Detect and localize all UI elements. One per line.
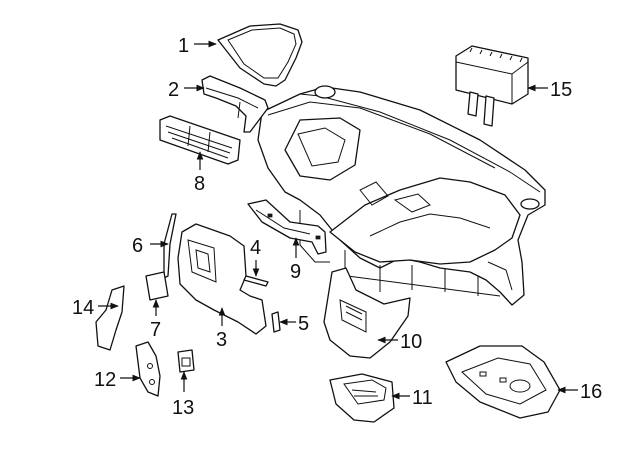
callout-4-label: 4 [250, 237, 261, 259]
part-12-mount-bracket [135, 341, 161, 397]
callout-8-label: 8 [194, 173, 205, 195]
callout-10: 10 [377, 331, 422, 353]
part-1-cluster-hood [217, 23, 303, 87]
part-14-side-trim [95, 285, 125, 351]
callout-3-label: 3 [216, 329, 227, 351]
part-15-control-module [455, 45, 529, 127]
instrument-panel-assembly [257, 85, 546, 306]
callout-9-label: 9 [290, 261, 301, 283]
part-10-center-bezel [323, 267, 411, 359]
callout-11-label: 11 [412, 387, 433, 409]
part-7-cover-plate [145, 271, 169, 301]
part-8-air-vent [159, 115, 241, 165]
callout-4: 4 [250, 237, 261, 277]
callout-5: 5 [279, 313, 309, 335]
callout-2-label: 2 [168, 79, 179, 101]
callout-5-label: 5 [298, 313, 309, 335]
callout-13: 13 [172, 371, 194, 419]
callout-7: 7 [150, 299, 161, 341]
callout-16-label: 16 [580, 381, 602, 403]
callout-14-label: 14 [72, 297, 94, 319]
callout-7-label: 7 [150, 319, 161, 341]
part-4-clip [243, 275, 269, 287]
callout-15: 15 [527, 79, 572, 101]
callout-8: 8 [194, 151, 205, 195]
callout-14: 14 [72, 297, 119, 319]
callout-1: 1 [178, 35, 217, 57]
callout-1-label: 1 [178, 35, 189, 57]
callout-12: 12 [94, 369, 141, 391]
part-9-support-bracket [247, 199, 327, 255]
callout-15-label: 15 [550, 79, 572, 101]
callout-6: 6 [132, 235, 169, 257]
part-13-retainer [177, 349, 195, 373]
callout-16: 16 [557, 381, 602, 403]
part-2-bracket [201, 75, 269, 133]
callout-2: 2 [168, 79, 205, 101]
callout-10-label: 10 [400, 331, 422, 353]
part-16-under-cover [445, 345, 561, 419]
part-3-lower-panel [177, 223, 267, 335]
callout-3: 3 [216, 307, 227, 351]
callout-12-label: 12 [94, 369, 116, 391]
part-6-trim-strip [163, 213, 177, 279]
callout-9: 9 [290, 237, 301, 283]
callout-11: 11 [391, 387, 433, 409]
callout-13-label: 13 [172, 397, 194, 419]
part-11-storage-box [329, 373, 395, 423]
callout-6-label: 6 [132, 235, 143, 257]
part-5-small-bracket [271, 311, 281, 333]
